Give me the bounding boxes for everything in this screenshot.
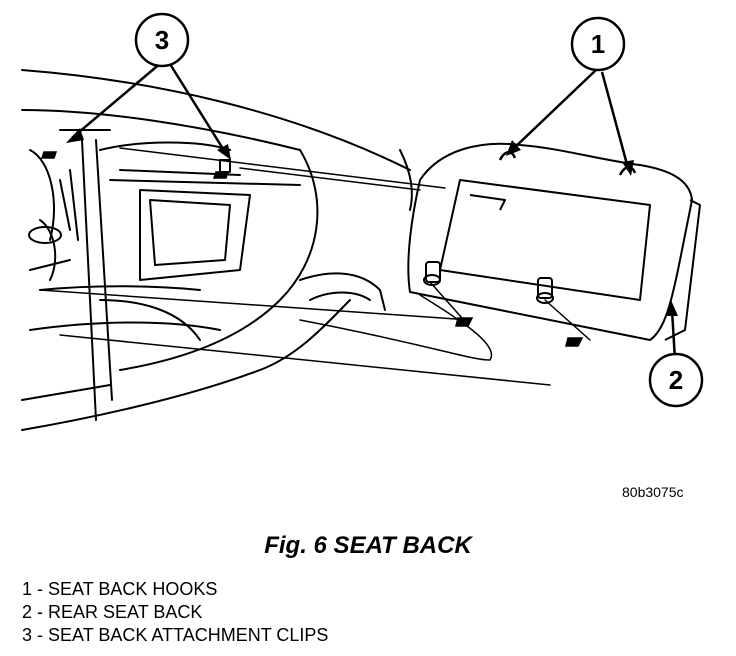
legend-item: 3 - SEAT BACK ATTACHMENT CLIPS: [22, 625, 329, 645]
callout-3-label: 3: [155, 25, 169, 55]
legend: 1 - SEAT BACK HOOKS 2 - REAR SEAT BACK 3…: [22, 578, 328, 647]
leader-arrowheads: [66, 128, 678, 316]
callout-3: 3: [134, 12, 190, 68]
legend-item: 2 - REAR SEAT BACK: [22, 602, 203, 622]
vehicle-body-illustration: [21, 69, 413, 431]
drawing-code: 80b3075c: [622, 484, 684, 500]
callout-2: 2: [648, 352, 704, 408]
rear-seat-back-illustration: [407, 142, 701, 341]
seat-back-diagram: 3 1 2: [21, 12, 704, 431]
legend-item: 1 - SEAT BACK HOOKS: [22, 579, 218, 599]
figure-caption: Fig. 6 SEAT BACK: [264, 532, 472, 559]
alignment-lines: [39, 147, 591, 386]
callout-2-label: 2: [669, 365, 683, 395]
callout-1-label: 1: [591, 29, 605, 59]
leader-lines: [71, 61, 677, 361]
callout-1: 1: [570, 16, 626, 72]
